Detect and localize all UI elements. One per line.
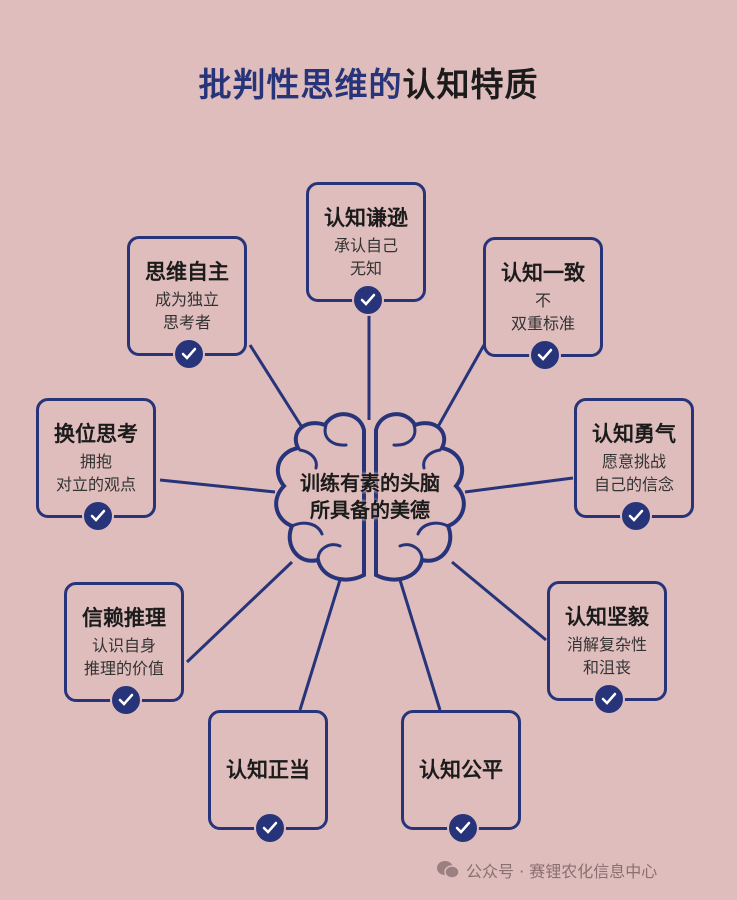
link-4 [159,478,276,494]
trait-description: 愿意挑战 自己的信念 [593,452,674,494]
check-icon [447,812,479,844]
check-icon [254,812,286,844]
trait-card: 认知勇气愿意挑战 自己的信念 [574,398,694,532]
trait-card: 认知公平 [401,710,521,844]
check-icon [529,339,561,371]
link-5 [464,476,574,494]
link-9 [398,579,442,711]
trait-card: 认知谦逊承认自己 无知 [306,182,426,316]
link-8 [298,579,342,711]
watermark-text: 公众号 · 赛锂农化信息中心 [466,862,658,881]
title-part2: 认知特质 [402,65,539,104]
trait-title: 认知正当 [226,758,310,782]
trait-title: 信赖推理 [82,606,166,630]
link-7 [451,560,547,642]
trait-title: 认知谦逊 [324,206,408,230]
check-icon [82,500,114,532]
center-label: 训练有素的头脑所具备的美德 [262,470,478,524]
center-line2: 所具备的美德 [310,498,430,522]
trait-card: 信赖推理认识自身 推理的价值 [64,582,184,716]
trait-description: 成为独立 思考者 [154,290,219,332]
trait-card: 认知一致不 双重标准 [483,237,603,371]
title-part1: 批判性思维的 [198,65,403,104]
trait-description: 拥抱 对立的观点 [55,452,136,494]
check-icon [173,338,205,370]
link-6 [185,560,294,664]
trait-title: 思维自主 [145,260,229,284]
watermark: 公众号 · 赛锂农化信息中心 [436,858,657,882]
trait-title: 认知坚毅 [565,605,649,629]
trait-title: 换位思考 [54,422,138,446]
trait-description: 消解复杂性 和沮丧 [566,635,647,677]
trait-description: 认识自身 推理的价值 [83,636,164,678]
check-icon [110,684,142,716]
trait-card: 换位思考拥抱 对立的观点 [36,398,156,532]
trait-description: 不 双重标准 [510,291,575,333]
check-icon [352,284,384,316]
wechat-icon [437,861,460,879]
page-title: 批判性思维的认知特质 [0,58,737,106]
link-2 [248,344,307,433]
trait-title: 认知公平 [419,758,503,782]
center-line1: 训练有素的头脑 [300,471,440,495]
trait-card: 思维自主成为独立 思考者 [127,236,247,370]
trait-title: 认知一致 [501,261,585,285]
trait-card: 认知正当 [208,710,328,844]
trait-description: 承认自己 无知 [333,236,398,278]
brain-icon [274,412,466,582]
trait-title: 认知勇气 [592,422,676,446]
trait-card: 认知坚毅消解复杂性 和沮丧 [547,581,667,715]
check-icon [593,683,625,715]
check-icon [620,500,652,532]
link-3 [433,344,486,433]
